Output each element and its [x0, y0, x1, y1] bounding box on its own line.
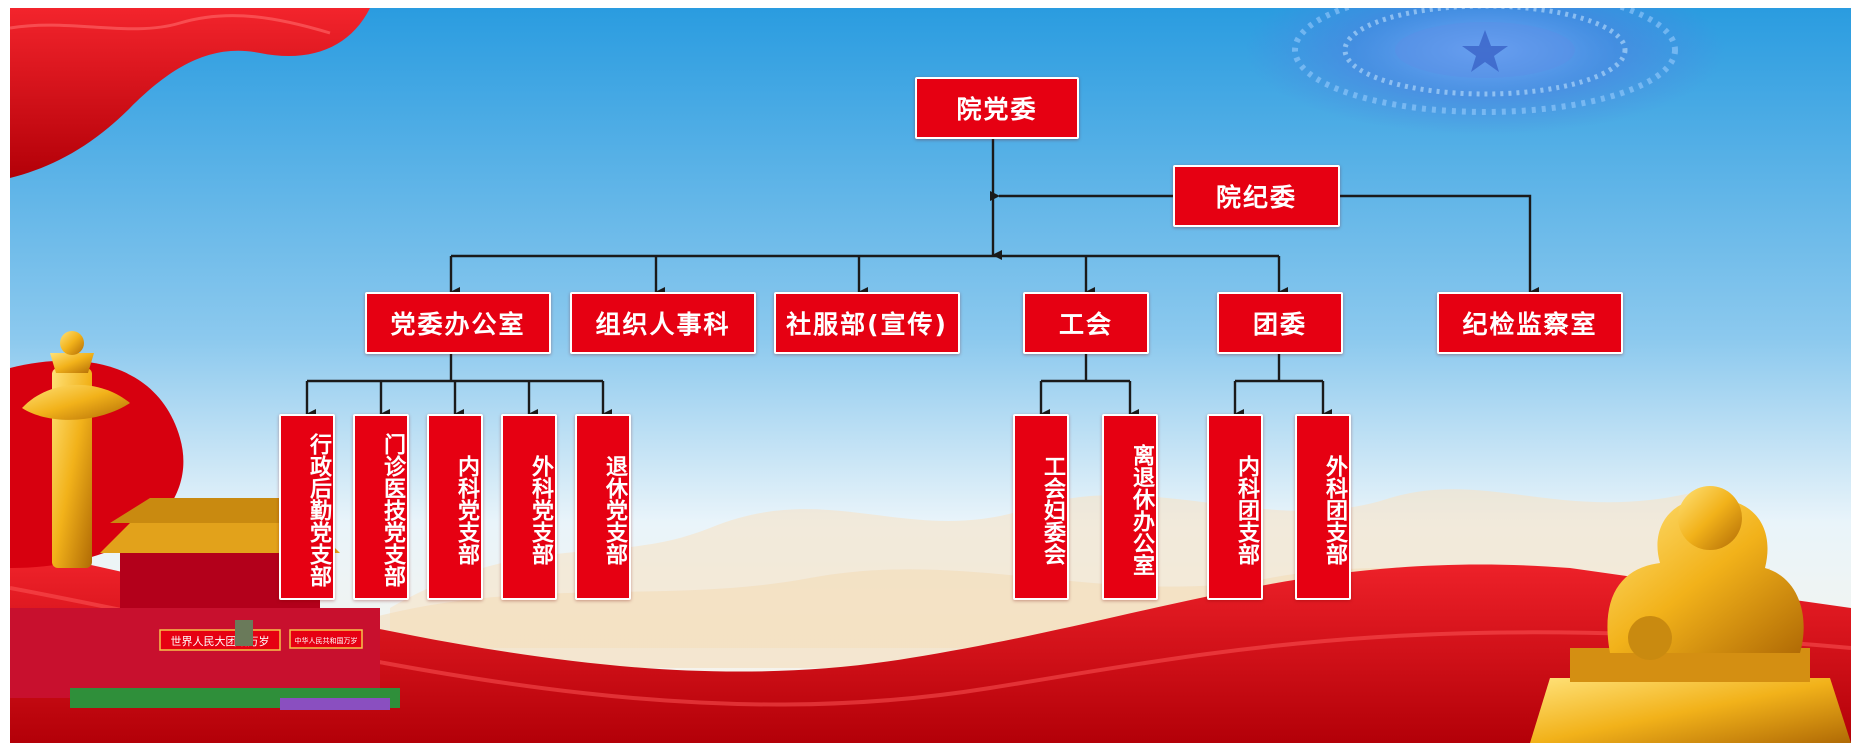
node-branch-retirees: 退休党支部: [575, 414, 631, 600]
node-personnel-section: 组织人事科: [570, 292, 756, 354]
node-branch-surgery: 外科党支部: [501, 414, 557, 600]
node-youth-branch-internal-medicine: 内科团支部: [1207, 414, 1263, 600]
node-discipline-supervision-office: 纪检监察室: [1437, 292, 1623, 354]
node-branch-admin-logistics: 行政后勤党支部: [279, 414, 335, 600]
stone-lion-icon: [1530, 486, 1851, 743]
node-youth-league: 团委: [1217, 292, 1343, 354]
node-discipline-committee: 院纪委: [1173, 165, 1340, 227]
node-root-party-committee: 院党委: [915, 77, 1079, 139]
node-branch-internal-medicine: 内科党支部: [427, 414, 483, 600]
node-social-service-dept: 社服部(宣传): [774, 292, 960, 354]
node-party-office: 党委办公室: [365, 292, 551, 354]
red-flag-ribbon-icon: [10, 8, 370, 178]
node-branch-outpatient-tech: 门诊医技党支部: [353, 414, 409, 600]
node-trade-union: 工会: [1023, 292, 1149, 354]
node-retirement-office: 离退休办公室: [1102, 414, 1158, 600]
gate-banner-right: 中华人民共和国万岁: [295, 636, 358, 645]
connector-lines: [305, 138, 1539, 419]
national-emblem-halo-icon: [1245, 8, 1725, 135]
node-union-women-committee: 工会妇委会: [1013, 414, 1069, 600]
huabiao-pillar-icon: [22, 331, 130, 568]
node-youth-branch-surgery: 外科团支部: [1295, 414, 1351, 600]
org-chart-board: 世界人民大团结万岁 中华人民共和国万岁: [10, 8, 1851, 743]
